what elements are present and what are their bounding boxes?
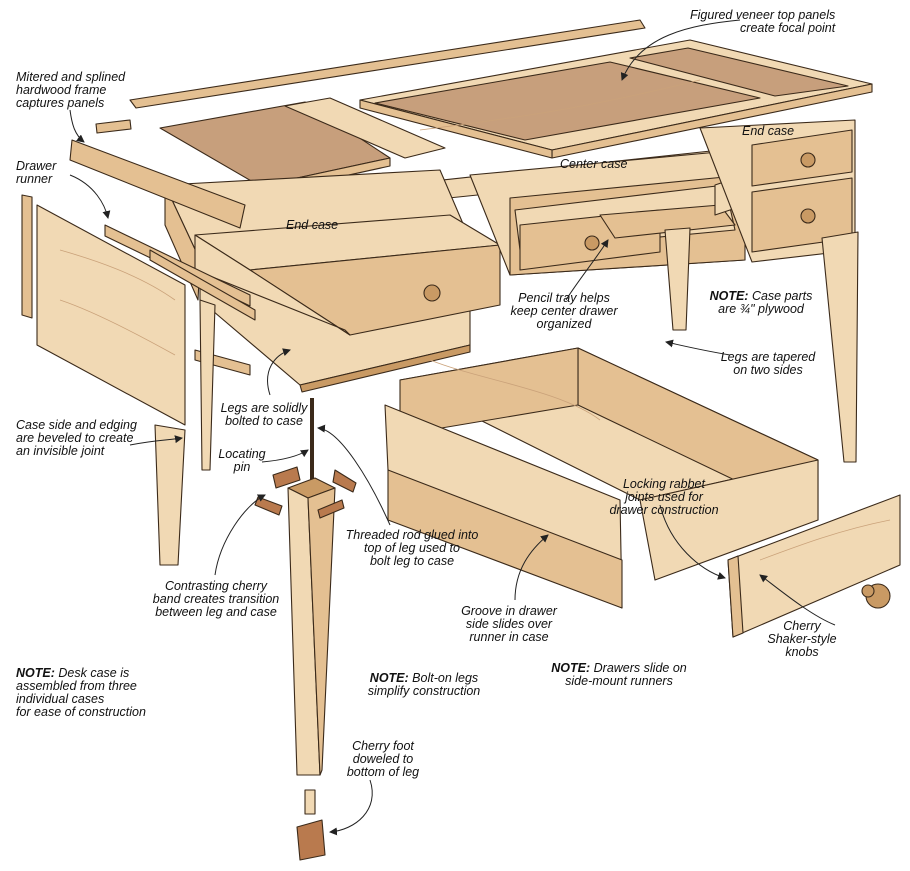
threaded-rod-line-3: bolt leg to case [369, 554, 455, 568]
case-parts-note: NOTE: [709, 289, 749, 303]
label-legs-bolted: Legs are solidly bolted to case [216, 402, 312, 428]
label-center-case: Center case [560, 158, 627, 171]
mitered-frame-line-2: hardwood frame [16, 83, 107, 97]
drawers-line-2: side-mount runners [565, 674, 673, 688]
label-pencil-tray: Pencil tray helps keep center drawer org… [504, 292, 624, 331]
pencil-tray-line-2: keep center drawer [510, 304, 618, 318]
label-cherry-band: Contrasting cherry band creates transiti… [148, 580, 284, 619]
bolt-on-leg [254, 398, 357, 776]
cherry-band-line-1: Contrasting cherry [164, 579, 268, 593]
frame-back-rail [129, 19, 646, 109]
desk-case-note: NOTE: [16, 666, 55, 680]
right-legs [664, 227, 859, 463]
cherry-foot-line-2: doweled to [352, 752, 414, 766]
cherry-band-line-3: between leg and case [155, 605, 277, 619]
locking-rabbet-line-3: drawer construction [609, 503, 719, 517]
leader-lines [69, 19, 836, 836]
legs-tapered-line-2: on two sides [733, 363, 803, 377]
cherry-foot [296, 789, 326, 861]
veneer-top-line-2: create focal point [740, 21, 836, 35]
veneer-top-line-1: Figured veneer top panels [690, 8, 836, 22]
drawers-line-1: Drawers slide on [593, 661, 687, 675]
label-end-case-right: End case [742, 125, 794, 138]
legs-bolted-line-1: Legs are solidly [220, 401, 308, 415]
threaded-rod-line-2: top of leg used to [364, 541, 460, 555]
case-side-line-1: Case side and edging [16, 418, 137, 432]
mitered-frame-line-3: captures panels [16, 96, 105, 110]
cherry-knobs-line-2: Shaker-style [767, 632, 837, 646]
right-end-case [699, 119, 856, 263]
groove-line-3: runner in case [469, 630, 549, 644]
locating-pin-line-2: pin [233, 460, 251, 474]
center-case-line-1: Center case [560, 157, 628, 171]
label-legs-tapered: Legs are tapered on two sides [712, 351, 824, 377]
locking-rabbet-line-1: Locking rabbet [622, 477, 705, 491]
label-case-side: Case side and edging are beveled to crea… [16, 419, 137, 458]
cherry-knobs-line-3: knobs [785, 645, 819, 659]
label-cherry-foot: Cherry foot doweled to bottom of leg [340, 740, 426, 779]
legs-bolted-line-2: bolted to case [225, 414, 303, 428]
pencil-tray-line-1: Pencil tray helps [518, 291, 610, 305]
desk-top [359, 39, 873, 159]
drawer-runner-line-1: Drawer [16, 159, 57, 173]
label-cherry-knobs: Cherry Shaker-style knobs [756, 620, 848, 659]
label-mitered-frame: Mitered and splined hardwood frame captu… [16, 71, 125, 110]
mitered-frame-line-1: Mitered and splined [16, 70, 126, 84]
cherry-knobs-line-1: Cherry [783, 619, 821, 633]
drawer-front-panel [727, 494, 901, 638]
cherry-foot-line-3: bottom of leg [346, 765, 420, 779]
locking-rabbet-line-2: joints used for [625, 490, 703, 504]
groove-line-1: Groove in drawer [461, 604, 557, 618]
cherry-band-line-2: band creates transition [152, 592, 280, 606]
desk-case-line-3: individual cases [16, 692, 105, 706]
legs-tapered-line-1: Legs are tapered [720, 350, 816, 364]
label-veneer-top: Figured veneer top panels create focal p… [690, 9, 835, 35]
case-side-line-2: are beveled to create [16, 431, 134, 445]
drawer-runner-line-2: runner [16, 172, 53, 186]
threaded-rod-line-1: Threaded rod glued into [345, 528, 479, 542]
groove-line-2: side slides over [465, 617, 553, 631]
label-locating-pin: Locating pin [214, 448, 270, 474]
case-parts-line-2: are ¾" plywood [718, 302, 804, 316]
bolt-on-line-2: simplify construction [367, 684, 481, 698]
case-parts-line-1: Case parts [751, 289, 813, 303]
locating-pin-line-1: Locating [218, 447, 266, 461]
pencil-tray-line-3: organized [536, 317, 592, 331]
left-legs [154, 299, 216, 566]
label-groove: Groove in drawer side slides over runner… [454, 605, 564, 644]
label-note-drawers: NOTE: Drawers slide on side-mount runner… [546, 662, 692, 688]
desk-case-line-1: Desk case is [58, 666, 130, 680]
label-end-case-left: End case [286, 219, 338, 232]
bolt-on-note: NOTE: [369, 671, 409, 685]
bolt-on-line-1: Bolt-on legs [412, 671, 479, 685]
desk-case-line-2: assembled from three [16, 679, 137, 693]
end-case-right-line-1: End case [742, 124, 795, 138]
large-drawer-box [384, 347, 819, 609]
label-note-bolt-on: NOTE: Bolt-on legs simplify construction [362, 672, 486, 698]
cherry-foot-line-1: Cherry foot [352, 739, 414, 753]
label-note-desk-case: NOTE: Desk case is assembled from three … [16, 667, 146, 719]
desk-case-line-4: for ease of construction [16, 705, 146, 719]
label-case-parts: NOTE: Case parts are ¾" plywood [708, 290, 814, 316]
end-case-left-line-1: End case [286, 218, 339, 232]
label-locking-rabbet: Locking rabbet joints used for drawer co… [600, 478, 728, 517]
left-side-panel [21, 139, 246, 426]
left-drawer [194, 214, 501, 336]
case-side-line-3: an invisible joint [16, 444, 105, 458]
label-threaded-rod: Threaded rod glued into top of leg used … [340, 529, 484, 568]
wood-grain [59, 79, 891, 561]
drawers-note: NOTE: [551, 661, 591, 675]
label-drawer-runner: Drawer runner [16, 160, 56, 186]
